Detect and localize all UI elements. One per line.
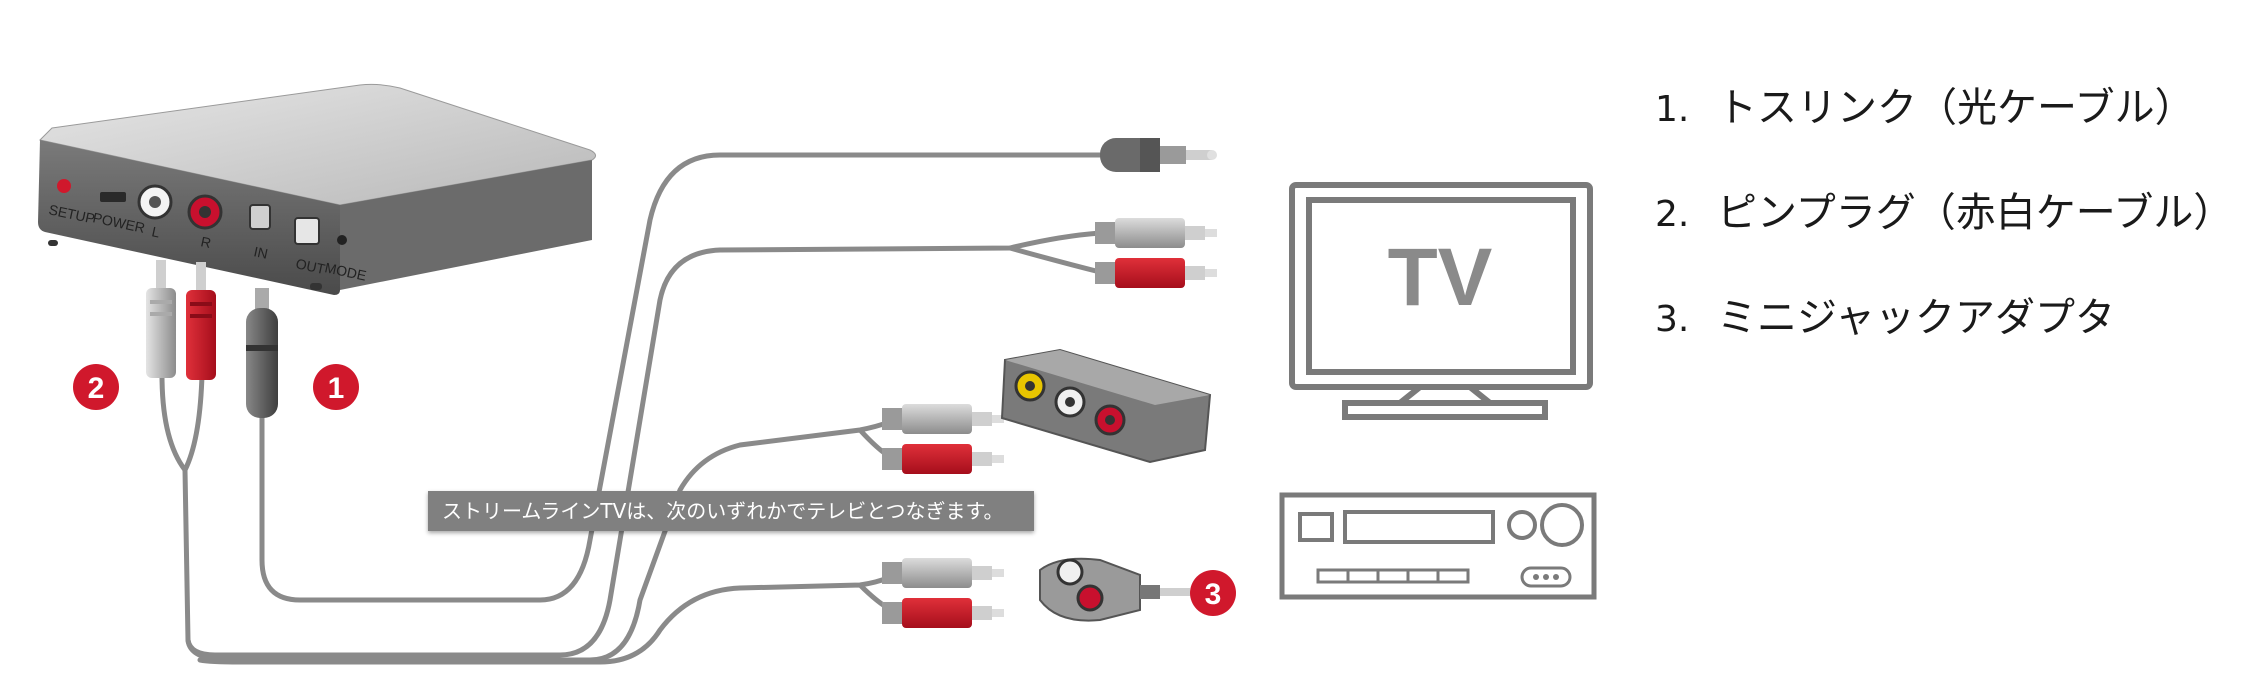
legend-list: 1. トスリンク（光ケーブル） 2. ピンプラグ（赤白ケーブル） 3. ミニジャ… [1655, 75, 2255, 390]
port-label-in: IN [252, 243, 269, 262]
rca-cable-d [197, 572, 898, 665]
rca-plug-white-vertical [146, 260, 176, 378]
streamline-tv-device: SETUP POWER L R IN OUT MODE [38, 83, 596, 295]
svg-text:3: 3 [1205, 578, 1222, 611]
legend-number: 3. [1655, 299, 1690, 340]
rca-pair-3 [882, 558, 1004, 628]
badge-2: 2 [73, 364, 119, 410]
rca-cable-b [182, 245, 1103, 473]
port-label-l: L [150, 223, 161, 240]
optical-out-port [294, 217, 320, 245]
badge-3: 3 [1190, 570, 1236, 616]
legend-number: 1. [1655, 89, 1690, 130]
power-port [100, 192, 126, 202]
setup-led [57, 179, 71, 193]
badge-1: 1 [313, 364, 359, 410]
caption-box: ストリームラインTVは、次のいずれかでテレビとつなぎます。 [428, 491, 1034, 531]
rca-plug-red-vertical [186, 262, 216, 380]
toslink-plug-vertical [246, 288, 278, 418]
port-label-out: OUT [294, 255, 327, 277]
legend-text: ピンプラグ（赤白ケーブル） [1717, 190, 2234, 236]
rca-cable-c [185, 417, 898, 663]
tv-icon: TV [1289, 182, 1593, 420]
toslink-plug-top [1100, 138, 1217, 172]
svg-text:2: 2 [88, 372, 105, 405]
scart-adapter [1000, 348, 1212, 464]
receiver-icon [1279, 492, 1597, 600]
tv-label: TV [1388, 232, 1493, 323]
legend-text: ミニジャックアダプタ [1717, 295, 2115, 341]
port-label-r: R [199, 233, 212, 251]
svg-text:1: 1 [328, 372, 345, 405]
mini-jack-adapter [1039, 557, 1190, 622]
legend-number: 2. [1655, 194, 1690, 235]
legend-item-3: 3. ミニジャックアダプタ [1655, 285, 2255, 390]
rca-pair-2 [882, 404, 1004, 474]
cables [159, 152, 1103, 665]
legend-item-1: 1. トスリンク（光ケーブル） [1655, 75, 2255, 180]
mode-button [337, 235, 347, 245]
rca-pair-1 [1095, 218, 1217, 288]
optical-cable [259, 152, 1103, 603]
legend-item-2: 2. ピンプラグ（赤白ケーブル） [1655, 180, 2255, 285]
legend-text: トスリンク（光ケーブル） [1717, 85, 2195, 131]
optical-in-port [249, 204, 271, 230]
